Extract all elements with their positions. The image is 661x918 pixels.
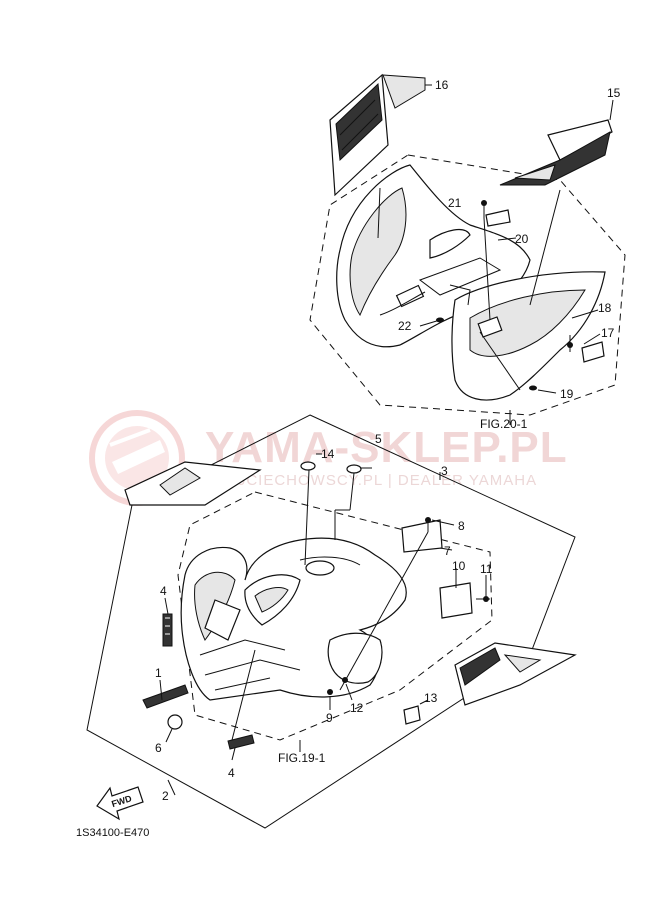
diagram-code: 1S34100-E470 (76, 827, 149, 839)
callout-17: 17 (601, 326, 615, 340)
plate-10 (439, 582, 473, 619)
figref-19: FIG.19-1 (278, 751, 326, 765)
pad-20 (485, 209, 511, 227)
decal-4-lower (227, 734, 255, 750)
callout-14: 14 (321, 447, 335, 461)
callout-1: 1 (155, 666, 162, 680)
front-fender-assembly (86, 414, 577, 829)
front-group-boundary (177, 491, 493, 741)
pad-7 (401, 519, 443, 553)
callout-11: 11 (480, 562, 493, 576)
fwd-arrow-icon: FWD (96, 786, 144, 821)
decal-4-upper (162, 613, 173, 647)
callout-5: 5 (375, 432, 382, 446)
clip-9 (327, 689, 333, 695)
callout-18: 18 (598, 301, 612, 315)
screw-18 (567, 335, 573, 352)
figref-20: FIG.20-1 (480, 417, 528, 431)
decal-3 (454, 642, 577, 706)
callout-16: 16 (435, 78, 449, 92)
decal-1 (142, 684, 189, 709)
watermark-brand: YAMA-SKLEP.PL (205, 423, 568, 472)
rear-fender-body (336, 164, 606, 401)
clip-19 (529, 385, 537, 391)
callout-9: 9 (326, 711, 333, 725)
callout-10: 10 (452, 559, 466, 573)
decal-15 (499, 119, 613, 186)
grommet-5 (346, 464, 362, 474)
callout-3: 3 (441, 464, 448, 478)
callout-8: 8 (458, 519, 465, 533)
callout-20: 20 (515, 232, 529, 246)
washer-6 (167, 714, 183, 730)
bolt-21 (481, 200, 487, 218)
callout-2: 2 (162, 789, 169, 803)
rear-group-boundary (309, 154, 626, 416)
decal-16 (329, 73, 426, 197)
label-13 (403, 705, 421, 725)
decal-2 (124, 461, 262, 506)
label-17 (581, 341, 605, 363)
rear-fender-assembly (309, 73, 626, 425)
callout-22: 22 (398, 319, 412, 333)
callout-13: 13 (424, 691, 438, 705)
grommet-14 (300, 461, 316, 471)
callout-19: 19 (560, 387, 574, 401)
callout-6: 6 (155, 741, 162, 755)
callout-4-upper: 4 (160, 584, 167, 598)
front-fender-body (180, 537, 407, 701)
callout-7: 7 (444, 544, 451, 558)
callout-15: 15 (607, 86, 621, 100)
screw-8 (425, 517, 431, 532)
screw-11 (476, 596, 490, 602)
callout-21: 21 (448, 196, 462, 210)
callout-12: 12 (350, 701, 364, 715)
watermark-subline: WOJCIECHOWSCY.PL | DEALER YAMAHA (210, 472, 537, 489)
callout-4-lower: 4 (228, 766, 235, 780)
watermark: YAMA-SKLEP.PL WOJCIECHOWSCY.PL | DEALER … (89, 410, 568, 506)
